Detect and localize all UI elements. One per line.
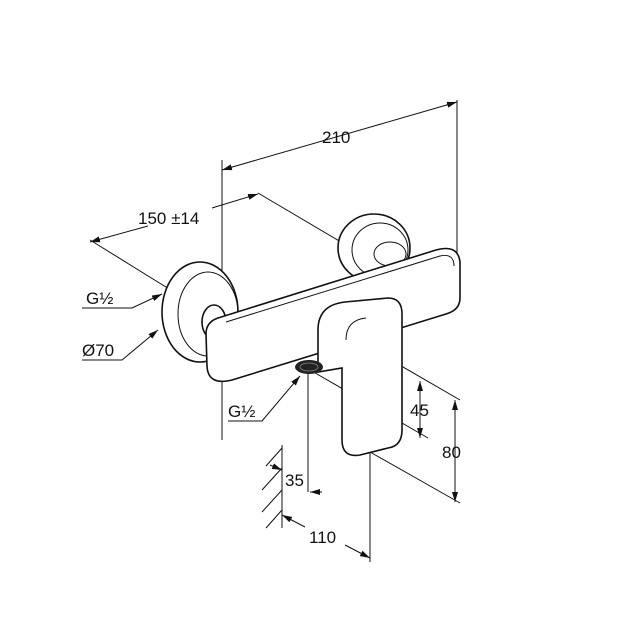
label-rosette-diameter: Ø70 xyxy=(82,341,114,360)
dimension-lines xyxy=(82,101,458,559)
outlet-thread xyxy=(295,360,323,374)
label-g-half-outlet: G½ xyxy=(228,402,255,421)
wall-hatching xyxy=(261,447,283,529)
dim-label-210: 210 xyxy=(322,128,350,147)
dim-label-80: 80 xyxy=(442,443,461,462)
dim-label-35: 35 xyxy=(285,471,304,490)
dim-label-150: 150 ±14 xyxy=(138,209,199,228)
label-g-half-connection: G½ xyxy=(86,289,113,308)
dim-label-45: 45 xyxy=(410,401,429,420)
mixer-body xyxy=(205,247,461,457)
dim-label-110: 110 xyxy=(309,528,336,547)
